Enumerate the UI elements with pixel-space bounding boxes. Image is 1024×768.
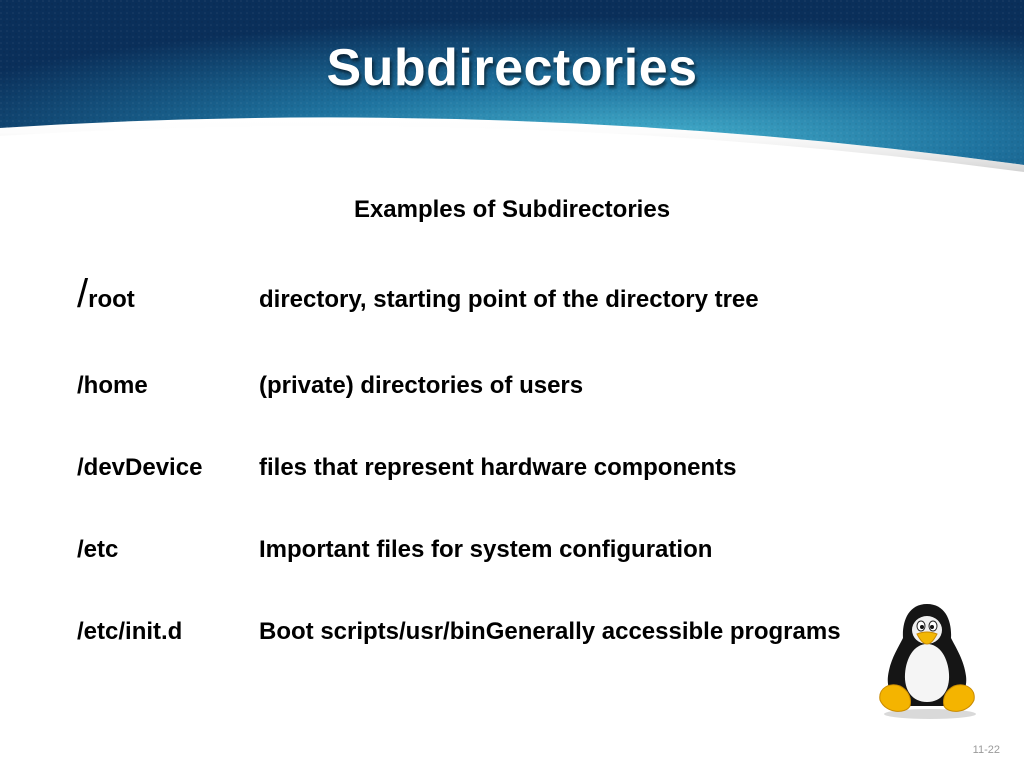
linux-penguin-icon bbox=[872, 600, 982, 720]
directory-path: /root bbox=[77, 274, 135, 314]
directory-path: /devDevice bbox=[77, 454, 203, 481]
root-slash: / bbox=[77, 272, 89, 316]
slide-number: 11-22 bbox=[972, 744, 1000, 756]
root-label: root bbox=[88, 286, 135, 313]
slide-subtitle: Examples of Subdirectories bbox=[353, 196, 671, 223]
directory-description: files that represent hardware components bbox=[259, 454, 737, 481]
directory-row-initd: /etc/init.d Boot scripts/usr/binGenerall… bbox=[77, 606, 977, 646]
header-banner bbox=[0, 0, 1024, 175]
directory-row-root: /root directory, starting point of the d… bbox=[77, 274, 977, 314]
header-background bbox=[0, 0, 1024, 172]
directory-path: /home bbox=[77, 372, 148, 399]
directory-description: Boot scripts/usr/binGenerally accessible… bbox=[259, 618, 841, 645]
directory-row-home: /home (private) directories of users bbox=[77, 360, 977, 400]
directory-description: (private) directories of users bbox=[259, 372, 584, 399]
directory-path: /etc/init.d bbox=[77, 618, 183, 645]
slide-title: Subdirectories bbox=[326, 39, 698, 97]
directory-path: /etc bbox=[77, 536, 119, 563]
directory-row-etc: /etc Important files for system configur… bbox=[77, 524, 977, 564]
directory-description: Important files for system configuration bbox=[259, 536, 713, 563]
directory-description: directory, starting point of the directo… bbox=[259, 286, 759, 313]
directory-row-dev: /devDevice files that represent hardware… bbox=[77, 442, 977, 482]
